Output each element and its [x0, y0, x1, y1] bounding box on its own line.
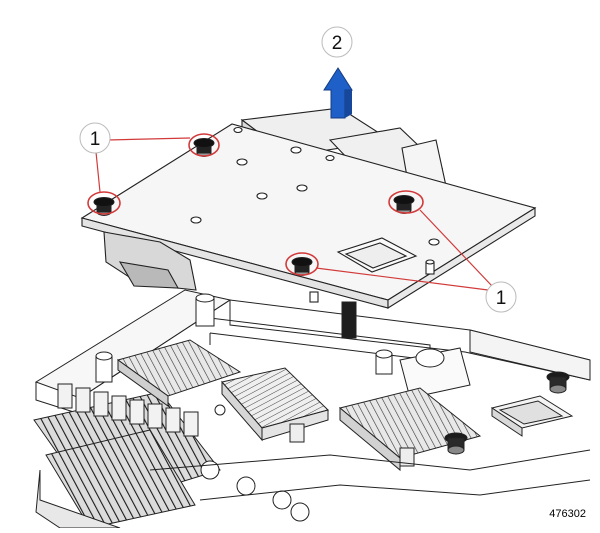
callout-screws-right: 1 [485, 281, 517, 313]
highlight-ring [388, 190, 424, 214]
motherboard-details [149, 404, 591, 522]
callout-label: 1 [90, 129, 101, 150]
leader-line [95, 151, 101, 193]
thumbscrew [193, 138, 215, 157]
lift-arrow-icon [323, 67, 353, 119]
highlight-ring [188, 133, 220, 157]
callout-screws-left: 1 [79, 122, 111, 154]
cpu-heatsink-center [221, 367, 329, 442]
dimm-slots [33, 383, 221, 529]
riser-board [80, 107, 537, 309]
highlight-ring [285, 252, 319, 276]
figure-number: 476302 [549, 508, 586, 520]
leader-lines [95, 137, 493, 291]
right-side-hardware [444, 371, 574, 455]
callout-label: 1 [496, 288, 507, 309]
leader-line [315, 267, 489, 291]
cpu-heatsink-left [116, 339, 242, 407]
callout-lift-direction: 2 [321, 26, 353, 58]
thumbscrew [291, 257, 313, 276]
leader-line [419, 209, 493, 287]
screw-highlight-rings [87, 133, 424, 276]
server-chassis [34, 289, 591, 415]
highlight-ring [87, 191, 121, 215]
callout-label: 2 [332, 33, 343, 54]
leader-line [107, 137, 191, 141]
cpu-heatsink-right [338, 387, 482, 472]
